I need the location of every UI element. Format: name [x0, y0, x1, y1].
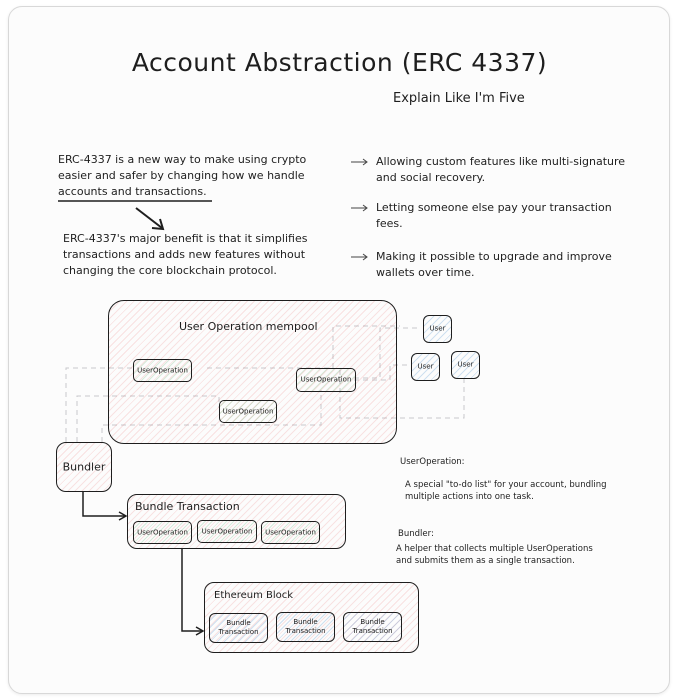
bullet-3: Making it possible to upgrade and improv…: [376, 249, 612, 281]
user-operation-node: UserOperation: [197, 520, 257, 543]
benefit-line: changing the core blockchain protocol.: [63, 264, 277, 277]
bundle-to-block-arrow: [181, 548, 202, 632]
user-node: User: [423, 315, 452, 343]
arrow-head: [151, 218, 165, 231]
user-operation-node: UserOperation: [261, 521, 320, 544]
bullet-line: Allowing custom features like multi-sign…: [376, 155, 626, 168]
bundle-transaction-node: Bundle Transaction: [209, 613, 268, 643]
mempool-box: User Operation mempool: [108, 300, 397, 444]
node-label: User: [417, 362, 434, 371]
bundler-note-heading: Bundler:: [398, 529, 434, 539]
note-line: multiple actions into one task.: [405, 492, 534, 502]
bullet-arrows: [351, 158, 368, 261]
user-operation-node: UserOperation: [133, 359, 192, 382]
benefit-line: transactions and adds new features witho…: [63, 248, 306, 261]
node-label: UserOperation: [137, 366, 188, 374]
bullet-line: wallets over time.: [376, 266, 475, 279]
intro-text: ERC-4337 is a new way to make using cryp…: [58, 152, 306, 200]
node-label: Bundler: [62, 460, 106, 474]
dashed-flow-lines: [65, 325, 465, 442]
bullet-line: Making it possible to upgrade and improv…: [376, 250, 612, 263]
node-label: UserOperation: [201, 527, 253, 535]
benefit-line: ERC-4337's major benefit is that it simp…: [63, 232, 308, 245]
user-operation-node: UserOperation: [219, 400, 277, 423]
benefit-text: ERC-4337's major benefit is that it simp…: [63, 231, 307, 279]
node-label: Bundle Transaction: [285, 618, 326, 635]
bundle-transaction-label: Bundle Transaction: [135, 500, 240, 513]
userop-note: A special "to-do list" for your account,…: [405, 479, 606, 503]
node-label: Bundle Transaction: [352, 618, 393, 635]
bundler-note: A helper that collects multiple UserOper…: [396, 543, 593, 567]
intro-line: easier and safer by changing how we hand…: [58, 169, 305, 182]
bullet-2: Letting someone else pay your transactio…: [376, 200, 612, 232]
bullet-1: Allowing custom features like multi-sign…: [376, 154, 625, 186]
bundle-transaction-node: Bundle Transaction: [276, 612, 335, 642]
node-label: Bundle Transaction: [218, 619, 259, 636]
node-label: UserOperation: [137, 528, 188, 536]
bundler-to-bundle-arrow: [82, 492, 125, 517]
intro-line: ERC-4337 is a new way to make using cryp…: [58, 153, 307, 166]
node-label: User: [457, 360, 474, 369]
mempool-label: User Operation mempool: [179, 320, 318, 333]
arrow-line: [135, 207, 163, 229]
bullet-line: fees.: [376, 217, 403, 230]
node-label: UserOperation: [265, 528, 316, 536]
page-title: Account Abstraction (ERC 4337): [131, 48, 548, 77]
bundler-node: Bundler: [56, 442, 112, 492]
intro-line: accounts and transactions.: [58, 185, 207, 198]
note-line: A helper that collects multiple UserOper…: [396, 544, 593, 554]
node-label: UserOperation: [300, 375, 352, 384]
node-label: User: [429, 324, 446, 333]
node-label: UserOperation: [222, 407, 274, 415]
note-line: A special "to-do list" for your account,…: [405, 480, 607, 490]
note-line: and submits them as a single transaction…: [396, 556, 575, 566]
canvas-card: [8, 6, 670, 694]
user-operation-node: UserOperation: [296, 368, 356, 392]
user-node: User: [411, 353, 440, 381]
userop-note-heading: UserOperation:: [400, 457, 465, 467]
bullet-line: Letting someone else pay your transactio…: [376, 201, 612, 214]
bundle-transaction-node: Bundle Transaction: [343, 612, 402, 642]
user-operation-node: UserOperation: [133, 521, 192, 544]
ethereum-block-label: Ethereum Block: [214, 590, 294, 601]
user-node: User: [451, 351, 480, 379]
bullet-line: and social recovery.: [376, 171, 486, 184]
subtitle: Explain Like I'm Five: [393, 91, 525, 106]
